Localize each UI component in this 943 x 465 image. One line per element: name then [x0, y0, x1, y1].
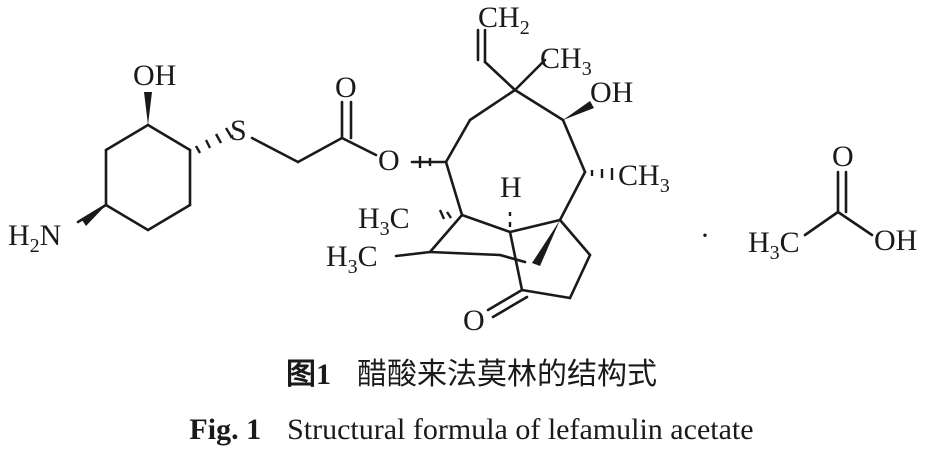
label-ch3-vinyl: CH3 [540, 42, 592, 80]
caption-english-label: Fig. 1 [189, 413, 262, 446]
caption-chinese-text: 醋酸来法莫林的结构式 [357, 358, 657, 391]
wedge-bonds [82, 92, 594, 266]
label-ester-oxygen: O [378, 144, 400, 177]
wedge-amine [82, 205, 106, 226]
label-oh-right: OH [590, 76, 633, 109]
label-ch3-right: CH3 [618, 159, 670, 197]
label-h-bridge: H [500, 171, 522, 204]
label-ketone-oxygen: O [463, 304, 485, 337]
wedge-oh-right [563, 101, 594, 120]
label-h3c-b: H3C [326, 240, 378, 278]
wedge-oh-top [144, 92, 152, 125]
hashed-bonds [194, 127, 614, 227]
mutilin-core [394, 28, 592, 319]
caption-english: Fig. 1 Structural formula of lefamulin ac… [0, 412, 943, 448]
label-oh-top: OH [133, 59, 176, 92]
label-carbonyl-oxygen: O [335, 71, 357, 104]
label-h3c-a: H3C [358, 202, 410, 240]
label-acetic-oh: OH [874, 224, 917, 257]
salt-dot: · [700, 219, 710, 252]
label-amine: H2N [8, 219, 61, 257]
thioacetate-chain [250, 100, 378, 164]
wedge-bridge [532, 220, 560, 266]
amine-bond [76, 203, 108, 224]
label-sulfur: S [230, 114, 247, 147]
label-acetic-oxygen: O [832, 140, 854, 173]
caption-english-text: Structural formula of lefamulin acetate [287, 413, 754, 446]
structural-formula-diagram: OH H2N S O O CH2 CH3 OH CH3 H H3C H3C O … [8, 1, 917, 337]
cyclohexane-ring [104, 123, 192, 232]
caption-chinese-label: 图1 [286, 358, 331, 391]
label-ch2: CH2 [478, 1, 530, 39]
label-acetic-h3c: H3C [748, 226, 800, 264]
acetic-acid-bonds [803, 170, 874, 237]
caption-chinese: 图1 醋酸来法莫林的结构式 [0, 357, 943, 393]
